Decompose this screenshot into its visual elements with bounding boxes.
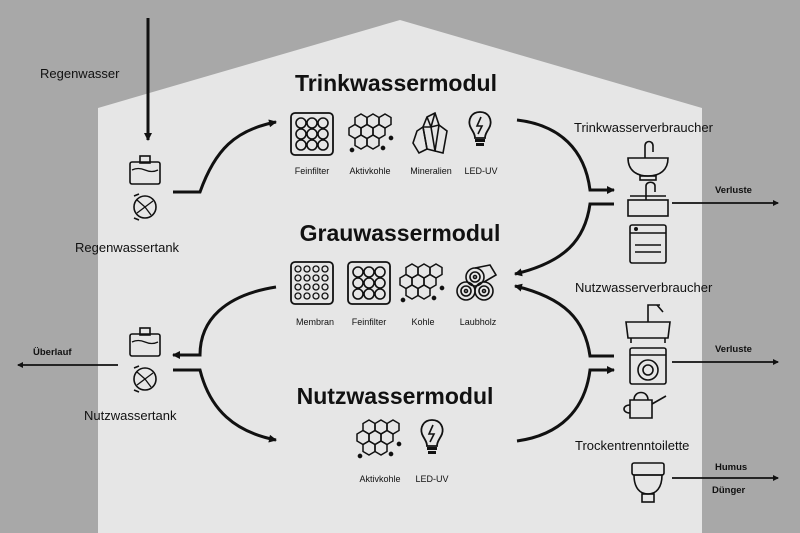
rainwater-tank-label: Regenwassertank	[75, 240, 180, 255]
kitchen-sink-icon	[627, 181, 669, 217]
rainwater-label: Regenwasser	[40, 66, 120, 81]
grey-item-label: Kohle	[411, 317, 435, 327]
overflow-label: Überlauf	[33, 347, 72, 358]
grey-item-label: Membran	[295, 317, 335, 327]
flow-service-tank-to-module	[173, 368, 277, 443]
washing-machine-icon	[629, 347, 667, 385]
grey-module-title: Grauwassermodul	[299, 220, 501, 246]
service-item-label: LED-UV	[415, 474, 449, 484]
flow-grey-to-service-tank	[172, 285, 277, 359]
flow-drinking-to-consumers	[516, 118, 615, 194]
service-module-title: Nutzwassermodul	[296, 383, 494, 409]
dishwasher-icon	[629, 224, 667, 264]
service-item-label: Aktivkohle	[359, 474, 401, 484]
house-silhouette	[98, 20, 702, 533]
dry-toilet-label: Trockentrenntoilette	[575, 438, 690, 453]
service-tank-label: Nutzwassertank	[84, 408, 177, 423]
sink-icon	[627, 140, 669, 181]
drinking-consumers-label: Trinkwasserverbraucher	[574, 120, 713, 135]
humus-label: Humus	[715, 462, 748, 473]
toilet-icon	[631, 462, 665, 503]
shower-bath-icon	[625, 304, 671, 343]
drinking-module-title: Trinkwassermodul	[295, 70, 497, 96]
flow-service-consumers-to-grey	[514, 283, 614, 358]
watering-can-icon	[623, 391, 667, 419]
service-consumers-label: Nutzwasserverbraucher	[575, 280, 713, 295]
drinking-item-label: Aktivkohle	[349, 166, 391, 176]
flow-module-to-service-consumers	[516, 366, 615, 443]
drinking-item-label: Mineralien	[410, 166, 452, 176]
drinking-item-label: LED-UV	[464, 166, 498, 176]
grey-item-label: Laubholz	[459, 317, 497, 327]
flow-rain-to-drinking	[173, 119, 277, 194]
losses-label-1: Verluste	[715, 185, 752, 196]
losses-label-2: Verluste	[715, 344, 752, 355]
fertilizer-label: Dünger	[712, 485, 746, 496]
flow-drinking-consumers-to-grey	[514, 202, 614, 277]
grey-item-label: Feinfilter	[351, 317, 387, 327]
drinking-item-label: Feinfilter	[294, 166, 330, 176]
